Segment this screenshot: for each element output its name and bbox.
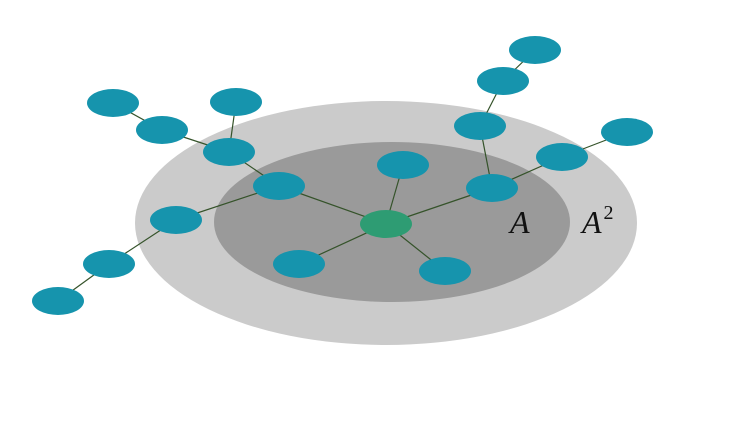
region-label-a-squared-base: A	[580, 204, 602, 240]
node	[32, 287, 84, 315]
node	[466, 174, 518, 202]
node	[83, 250, 135, 278]
region-label-a: A	[508, 204, 530, 240]
node	[273, 250, 325, 278]
node	[377, 151, 429, 179]
node	[203, 138, 255, 166]
nodes	[32, 36, 653, 315]
node	[253, 172, 305, 200]
node	[509, 36, 561, 64]
node	[477, 67, 529, 95]
node	[87, 89, 139, 117]
node	[210, 88, 262, 116]
node	[150, 206, 202, 234]
node	[136, 116, 188, 144]
node	[419, 257, 471, 285]
node	[601, 118, 653, 146]
node	[536, 143, 588, 171]
region-label-a-squared-exponent: 2	[604, 202, 614, 224]
center-node	[360, 210, 412, 238]
node	[454, 112, 506, 140]
